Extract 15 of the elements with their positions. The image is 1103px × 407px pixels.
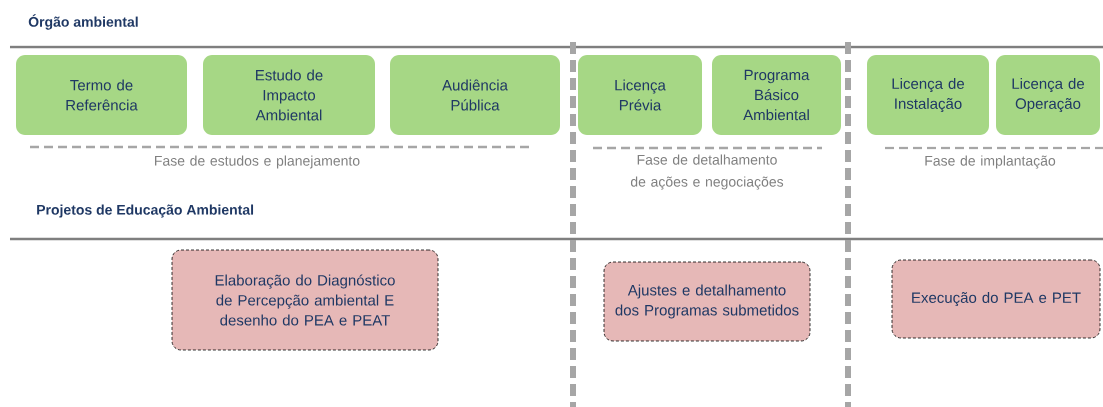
phase-label: Fase de detalhamento de ações e negociações	[630, 154, 784, 190]
step-box: Licença de Instalação	[867, 55, 989, 135]
phase-label: Fase de implantação	[925, 155, 1056, 169]
step-box: Termo de Referência	[16, 55, 187, 135]
activity-box: Ajustes e detalhamento dos Programas submetidos	[603, 261, 811, 342]
activity-box: Elaboração do Diagnóstico de Percepção ambiental E desenho do PEA e PEAT	[171, 249, 439, 351]
step-box: Programa Básico Ambiental	[712, 55, 841, 135]
activity-box: Execução do PEA e PET	[891, 259, 1101, 339]
step-box: Licença de Operação	[996, 55, 1100, 135]
section-heading: Órgão ambiental	[28, 14, 138, 30]
phase-label: Fase de estudos e planejamento	[155, 155, 360, 169]
section-heading: Projetos de Educação Ambiental	[37, 204, 254, 218]
step-box: Licença Prévia	[578, 55, 702, 135]
step-box: Estudo de Impacto Ambiental	[203, 55, 375, 135]
step-box: Audiência Pública	[390, 55, 560, 135]
